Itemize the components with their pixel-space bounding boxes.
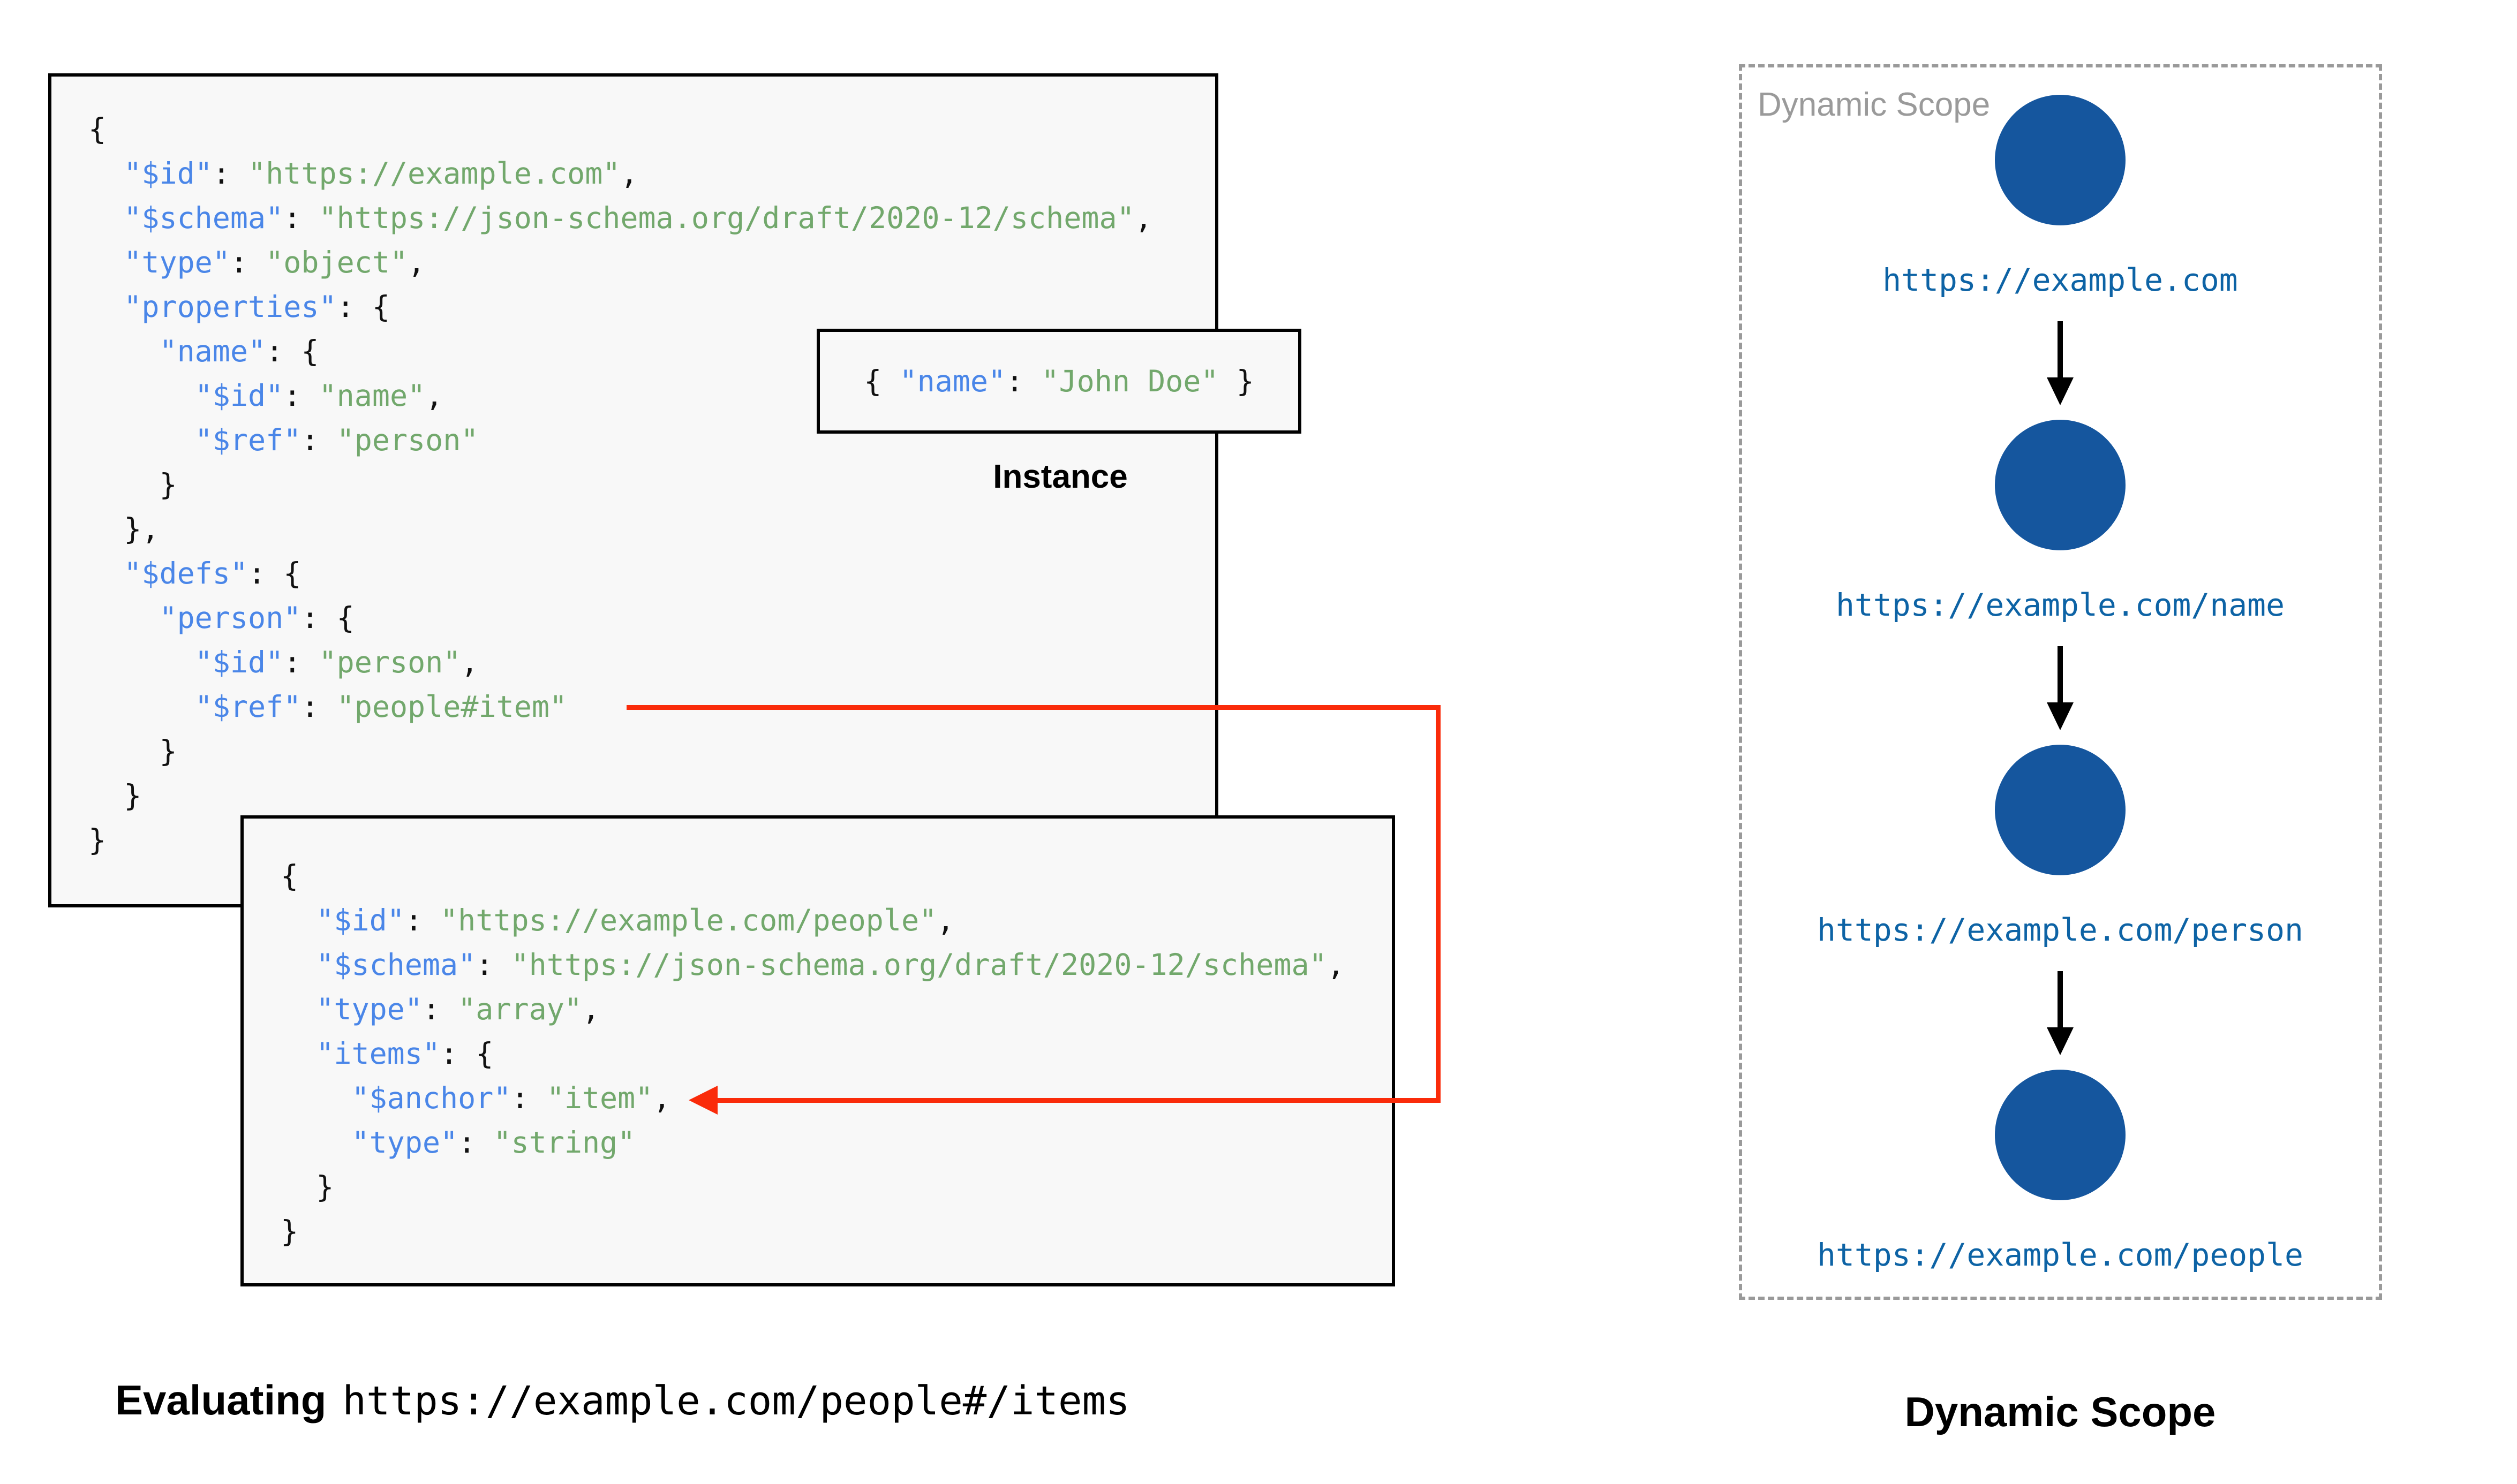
scope-node-circle-3 — [1995, 745, 2126, 875]
evaluating-caption: Evaluating https://example.com/people#/i… — [115, 1376, 1130, 1451]
down-arrow-icon — [2058, 971, 2063, 1027]
instance-code: { "name": "John Doe" } — [864, 364, 1254, 398]
red-connector-top-segment — [627, 705, 1441, 710]
down-arrowhead-icon — [2047, 1027, 2074, 1055]
scope-node-circle-4 — [1995, 1070, 2126, 1200]
scope-node-url-1: https://example.com — [1882, 262, 2238, 298]
red-connector-bottom-segment — [712, 1098, 1441, 1103]
scope-node-url-3: https://example.com/person — [1817, 912, 2303, 948]
dynamic-scope-caption: Dynamic Scope — [1904, 1388, 2216, 1435]
people-schema-box: { "$id": "https://example.com/people", "… — [240, 815, 1395, 1286]
red-connector-vertical-segment — [1436, 705, 1441, 1103]
dynamic-scope-panel — [1739, 64, 2382, 1300]
root-schema-code: { "$id": "https://example.com", "$schema… — [88, 112, 1152, 857]
evaluating-label: Evaluating — [115, 1376, 327, 1424]
scope-node-url-2: https://example.com/name — [1835, 587, 2285, 623]
scope-node-circle-2 — [1995, 420, 2126, 550]
scope-node-url-4: https://example.com/people — [1817, 1237, 2303, 1273]
down-arrow-icon — [2058, 321, 2063, 377]
evaluating-uri: https://example.com/people#/items — [342, 1378, 1130, 1424]
down-arrowhead-icon — [2047, 377, 2074, 405]
instance-box: { "name": "John Doe" } — [817, 329, 1301, 434]
people-schema-code: { "$id": "https://example.com/people", "… — [281, 859, 1345, 1248]
scope-node-circle-1 — [1995, 95, 2126, 225]
root-schema-box: { "$id": "https://example.com", "$schema… — [48, 73, 1218, 907]
down-arrow-icon — [2058, 646, 2063, 702]
dynamic-scope-panel-label: Dynamic Scope — [1758, 86, 1991, 123]
red-arrowhead-icon — [689, 1086, 718, 1115]
instance-label: Instance — [993, 458, 1128, 495]
down-arrowhead-icon — [2047, 702, 2074, 730]
